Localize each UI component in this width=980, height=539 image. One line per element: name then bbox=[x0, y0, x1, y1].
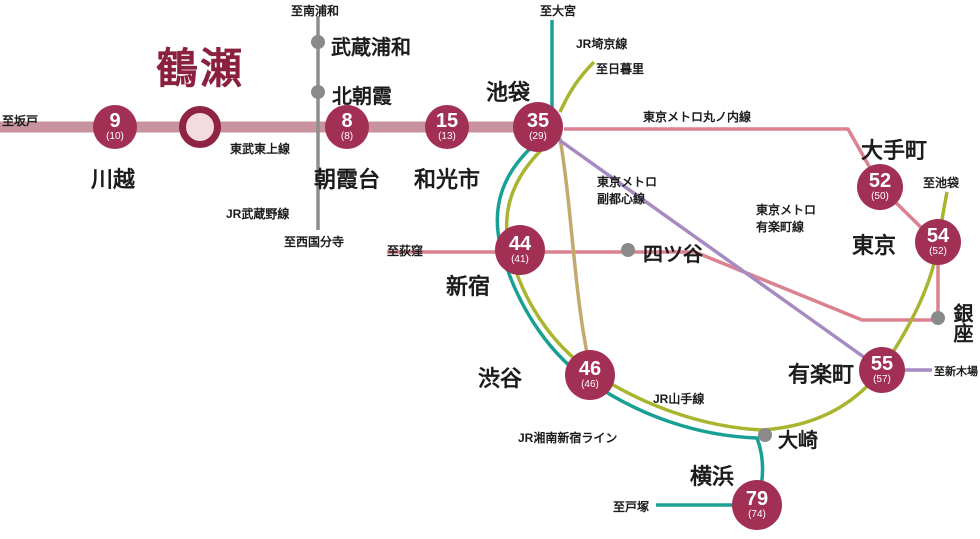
fukutoshin-line-path bbox=[558, 137, 590, 359]
time-badge-yurakucho: 55 (57) bbox=[859, 347, 905, 393]
endpoint-label-totsuka: 至戸塚 bbox=[613, 500, 650, 514]
yamanote-nippori-stub-path bbox=[558, 60, 596, 113]
station-label-wakoshi: 和光市 bbox=[414, 167, 481, 192]
line-label-musashino: JR武蔵野線 bbox=[226, 207, 290, 221]
station-label-osaki: 大崎 bbox=[778, 430, 818, 452]
time-badge-tokyo: 54 (52) bbox=[915, 219, 961, 265]
time-badge-shinjuku: 44 (41) bbox=[495, 225, 545, 275]
line-label-saikyo: JR埼京線 bbox=[576, 37, 628, 51]
station-label-yotsuya: 四ツ谷 bbox=[643, 244, 703, 266]
station-label-yokohama: 横浜 bbox=[690, 464, 735, 489]
station-label-yurakucho: 有楽町 bbox=[788, 362, 855, 387]
minutes-alt-value: (57) bbox=[873, 373, 891, 385]
origin-station-marker bbox=[179, 106, 221, 148]
minutes-value: 44 bbox=[508, 232, 532, 255]
minutes-alt-value: (13) bbox=[438, 130, 456, 142]
station-label-otemachi: 大手町 bbox=[861, 138, 928, 163]
minutes-value: 52 bbox=[868, 169, 892, 192]
time-badge-ikebukuro: 35 (29) bbox=[513, 102, 563, 152]
line-label-yurakucho: 東京メトロ 有楽町線 bbox=[756, 201, 816, 235]
station-dot-osaki bbox=[758, 428, 772, 442]
endpoint-label-ikebukuro-dir: 至池袋 bbox=[923, 176, 960, 190]
station-dot-musashi-urawa bbox=[311, 35, 325, 49]
minutes-alt-value: (74) bbox=[748, 508, 766, 520]
minutes-value: 35 bbox=[526, 109, 550, 132]
minutes-value: 46 bbox=[578, 357, 602, 380]
minutes-value: 54 bbox=[926, 224, 950, 247]
station-dot-yotsuya bbox=[621, 243, 635, 257]
line-label-fukutoshin-line2: 副都心線 bbox=[597, 192, 646, 206]
endpoint-label-minami-urawa: 至南浦和 bbox=[291, 4, 340, 18]
time-badge-yokohama: 79 (74) bbox=[732, 480, 782, 530]
minutes-alt-value: (50) bbox=[871, 190, 889, 202]
minutes-alt-value: (8) bbox=[340, 130, 354, 142]
minutes-value: 55 bbox=[870, 352, 894, 375]
station-label-musashi-urawa: 武蔵浦和 bbox=[331, 37, 411, 59]
endpoint-label-ogikubo: 至荻窪 bbox=[387, 244, 424, 258]
endpoint-label-shin-kiba: 至新木場 bbox=[934, 366, 978, 378]
time-badge-shibuya: 46 (46) bbox=[565, 350, 615, 400]
station-label-shinjuku: 新宿 bbox=[446, 274, 491, 299]
station-label-ginza: 銀座 bbox=[950, 303, 972, 343]
minutes-alt-value: (52) bbox=[929, 245, 947, 257]
line-label-marunouchi: 東京メトロ丸ノ内線 bbox=[643, 110, 752, 124]
minutes-value: 79 bbox=[745, 487, 769, 510]
time-badge-kawagoe: 9 (10) bbox=[93, 105, 137, 149]
station-label-shibuya: 渋谷 bbox=[478, 366, 523, 391]
endpoint-label-sakado: 至坂戸 bbox=[2, 114, 39, 128]
time-badge-asakadai: 8 (8) bbox=[325, 105, 369, 149]
station-label-asakadai: 朝霞台 bbox=[314, 167, 381, 192]
station-label-ikebukuro: 池袋 bbox=[486, 80, 531, 105]
line-label-fukutoshin-line1: 東京メトロ bbox=[597, 175, 658, 189]
endpoint-label-nishi-kokubunji: 至西国分寺 bbox=[284, 235, 345, 249]
station-label-tokyo: 東京 bbox=[852, 233, 897, 258]
time-badge-wakoshi: 15 (13) bbox=[425, 105, 469, 149]
line-label-shonan-shinjuku: JR湘南新宿ライン bbox=[518, 431, 618, 445]
line-label-fukutoshin: 東京メトロ 副都心線 bbox=[597, 173, 657, 207]
time-badge-otemachi: 52 (50) bbox=[857, 164, 903, 210]
minutes-alt-value: (10) bbox=[106, 130, 124, 142]
minutes-alt-value: (46) bbox=[581, 378, 599, 390]
minutes-value: 15 bbox=[435, 109, 459, 132]
station-dot-kita-asaka bbox=[311, 85, 325, 99]
marunouchi-line-path bbox=[387, 127, 940, 322]
endpoint-label-omiya: 至大宮 bbox=[540, 4, 577, 18]
line-label-tojo: 東武東上線 bbox=[230, 142, 291, 156]
minutes-alt-value: (41) bbox=[511, 253, 529, 265]
endpoint-label-nippori: 至日暮里 bbox=[596, 62, 645, 76]
minutes-value: 8 bbox=[341, 109, 353, 132]
station-dot-ginza bbox=[931, 311, 945, 325]
line-label-yamanote: JR山手線 bbox=[653, 392, 705, 406]
line-label-yurakucho-line1: 東京メトロ bbox=[756, 203, 817, 217]
origin-station-name: 鶴瀬 bbox=[155, 44, 244, 93]
minutes-value: 9 bbox=[109, 109, 121, 132]
station-label-kita-asaka: 北朝霞 bbox=[332, 86, 392, 108]
line-label-yurakucho-line2: 有楽町線 bbox=[756, 220, 805, 234]
station-label-kawagoe: 川越 bbox=[91, 167, 136, 192]
minutes-alt-value: (29) bbox=[529, 130, 547, 142]
